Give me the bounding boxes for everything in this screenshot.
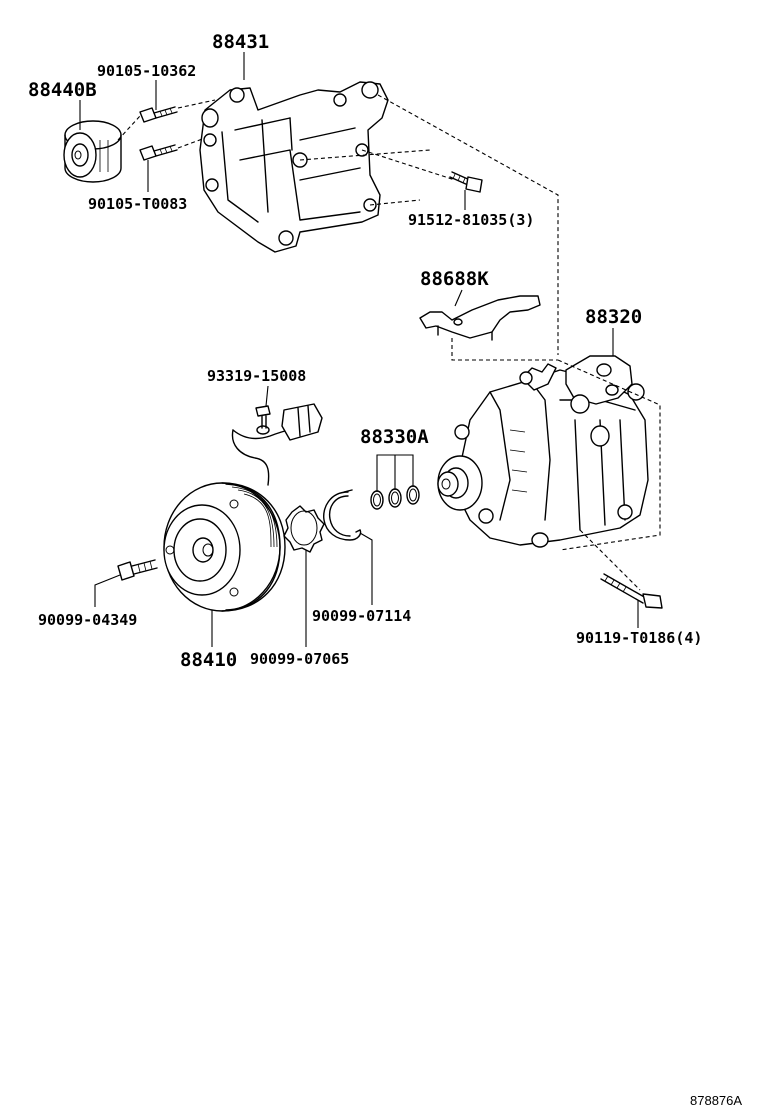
callout-90099-07065: 90099-07065: [250, 650, 349, 668]
idler-pulley-88440B: [63, 120, 122, 183]
callout-91512-81035: 91512-81035(3): [408, 211, 534, 229]
callout-90099-04349: 90099-04349: [38, 611, 137, 629]
bolt-90105-10362: [139, 106, 178, 123]
callout-90119-T0186: 90119-T0186(4): [576, 629, 702, 647]
diagram-id: 878876A: [690, 1093, 742, 1108]
bolt-91512-81035: [449, 171, 483, 193]
callout-90105-T0083: 90105-T0083: [88, 195, 187, 213]
bolt-90105-T0083: [139, 144, 178, 161]
wire-harness: [231, 403, 323, 486]
bolt-90099-04349: [117, 559, 158, 581]
callout-88688K: 88688K: [420, 268, 489, 290]
leader-lines: [79, 52, 639, 647]
screw-93319-15008: [255, 405, 271, 429]
callout-88410: 88410: [180, 649, 237, 671]
callout-93319-15008: 93319-15008: [207, 367, 306, 385]
callout-90105-10362: 90105-10362: [97, 62, 196, 80]
bracket-88688K: [419, 295, 541, 341]
callout-88440B: 88440B: [28, 79, 97, 101]
callout-88330A: 88330A: [360, 426, 429, 448]
callout-88431: 88431: [212, 31, 269, 53]
bracket-88431: [199, 81, 389, 253]
snap-ring-90099-07114: [323, 489, 362, 541]
clutch-pulley-88410: [163, 482, 286, 612]
bolt-90119-T0186: [600, 573, 663, 609]
shim-90099-07065: [283, 505, 325, 553]
compressor-88320: [437, 355, 649, 548]
callout-90099-07114: 90099-07114: [312, 607, 411, 625]
callout-88320: 88320: [585, 306, 642, 328]
